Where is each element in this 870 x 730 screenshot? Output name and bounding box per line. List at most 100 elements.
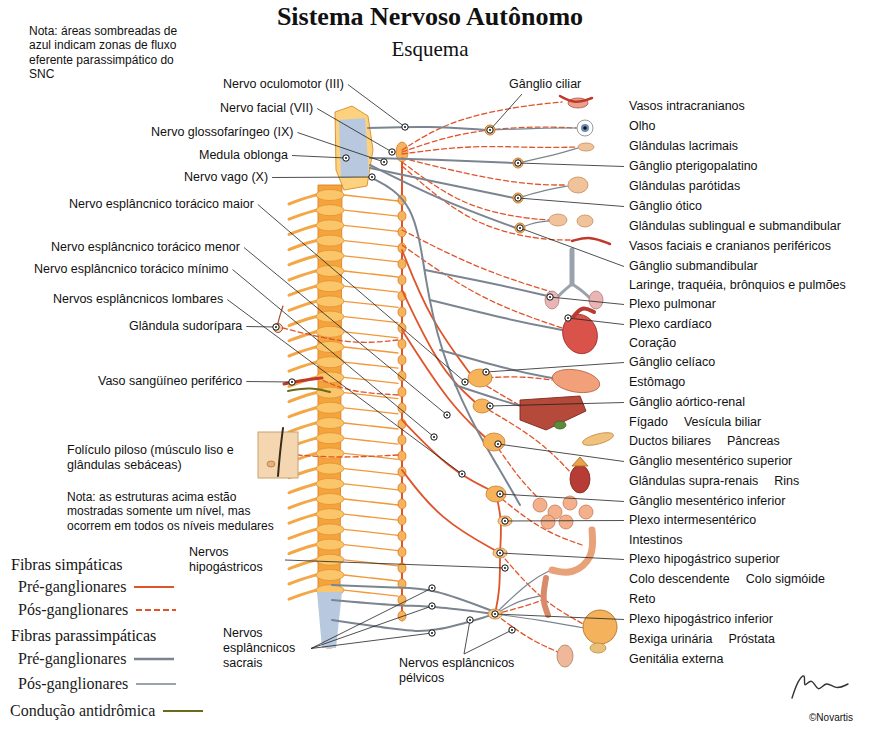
- leader-dot: [343, 155, 349, 161]
- ramus: [344, 301, 398, 307]
- stomach: [550, 366, 601, 396]
- chain-ganglion: [398, 387, 406, 397]
- chain-ganglion: [398, 275, 406, 285]
- leader-line: [244, 248, 447, 416]
- cranial-ganglion: [513, 158, 523, 168]
- legend-swatch-line: [136, 609, 176, 611]
- ramus: [344, 256, 398, 262]
- spinal-root: [289, 362, 316, 371]
- organ-label: Bexiga urinária: [628, 632, 713, 647]
- leader-dot-center: [345, 157, 347, 159]
- leader-dot-center: [499, 552, 501, 554]
- parasympathetic-preganglionic-fiber: [332, 614, 495, 631]
- leader-dot: [515, 160, 521, 166]
- sebaceous-gland: [267, 461, 275, 467]
- leader-dot: [273, 324, 279, 330]
- parasympathetic-postganglionic-fiber: [518, 148, 578, 163]
- legend-text: Pós-ganglionares: [18, 600, 128, 619]
- spinal-root: [289, 271, 316, 280]
- ganglion-label: Gânglio ótico: [628, 199, 703, 214]
- note: Nota: áreas sombreadas de azul indicam z…: [28, 24, 195, 82]
- nerve-label: Nervos esplâncnicos sacrais: [222, 626, 308, 671]
- fiber-group: [283, 102, 585, 652]
- leader-dot-center: [469, 619, 471, 621]
- eye-iris: [581, 124, 589, 132]
- ganglion-label: Gânglio aórtico-renal: [628, 395, 746, 410]
- leader-dot: [444, 412, 450, 418]
- ganglion-label: Gânglio pterigopalatino: [628, 159, 759, 174]
- organ-group: [520, 96, 617, 667]
- leader-dot: [381, 159, 387, 165]
- eye: [577, 120, 593, 136]
- nerve-label: Nervo vago (X): [183, 170, 269, 185]
- leader-dot-center: [485, 371, 487, 373]
- ramus: [344, 271, 398, 277]
- leader-line: [518, 198, 624, 207]
- organ-label: Glândulas lacrimais: [628, 139, 739, 154]
- leader-dot-center: [499, 493, 501, 495]
- leader-dot: [429, 603, 435, 609]
- leader-dot: [497, 491, 503, 497]
- chain-ganglion: [398, 595, 406, 605]
- leader-line: [272, 177, 372, 179]
- chain-ganglion: [398, 355, 406, 365]
- vertebral-segment: [316, 418, 344, 429]
- leader-dot: [547, 294, 553, 300]
- ramus: [344, 225, 398, 231]
- antidromic-fiber: [288, 388, 330, 392]
- leader-line: [464, 630, 512, 654]
- ramus: [344, 575, 398, 581]
- parasympathetic-postganglionic-fiber: [495, 568, 555, 614]
- parasympathetic-preganglionic-fiber: [368, 127, 486, 130]
- ramus: [344, 529, 398, 535]
- diagram-title: Sistema Nervoso Autônomo: [275, 2, 585, 32]
- leader-dot-center: [517, 197, 519, 199]
- chain-ganglion: [398, 451, 406, 461]
- spinal-root: [289, 423, 316, 432]
- legend-swatch: [134, 604, 178, 616]
- legend-swatch: [161, 705, 205, 717]
- ramus: [344, 362, 398, 368]
- note: Nota: as estruturas acima estão mostrada…: [66, 490, 283, 533]
- organ-label: Estômago: [628, 375, 686, 390]
- vertebral-segment: [316, 494, 344, 505]
- leader-dot: [369, 174, 375, 180]
- plexus-label: Plexo hipogástrico inferior: [628, 612, 774, 627]
- spinal-root: [289, 195, 316, 204]
- parasympathetic-preganglionic-fiber: [370, 177, 520, 505]
- plexus-label: Plexo pulmonar: [628, 297, 717, 312]
- structure-label: Folículo piloso (músculo liso e glândula…: [66, 443, 256, 473]
- sympathetic-preganglionic-fiber: [402, 470, 500, 553]
- chain-ganglion: [398, 339, 406, 349]
- leader-dot-center: [431, 605, 433, 607]
- gallbladder: [554, 421, 566, 429]
- parasympathetic-preganglionic-fiber: [332, 585, 495, 612]
- leader-line: [311, 606, 432, 649]
- leader-dot: [502, 565, 508, 571]
- ramus: [344, 286, 398, 292]
- legend-item: Pós-ganglionares: [18, 600, 178, 619]
- vertebral-segment: [316, 402, 344, 413]
- ganglia-group: [468, 125, 525, 619]
- leader-line: [500, 553, 624, 560]
- leader-dot: [487, 403, 493, 409]
- parasympathetic-preganglionic-fiber: [425, 270, 548, 296]
- sublingual-gland: [549, 214, 567, 226]
- chain-ganglion: [398, 259, 406, 269]
- organ-label: Vasos intracranianos: [628, 99, 746, 114]
- ramus: [344, 377, 398, 383]
- leader-dot-center: [519, 227, 521, 229]
- organ-label: Rins: [773, 474, 800, 489]
- leader-dot-center: [567, 317, 569, 319]
- pancreas: [581, 430, 614, 448]
- leader-dot-center: [404, 126, 406, 128]
- parasympathetic-postganglionic-fiber: [495, 596, 540, 614]
- leader-line: [495, 614, 624, 620]
- subtitle: Esquema: [391, 37, 470, 62]
- leader-dot: [495, 441, 501, 447]
- vertebral-segment: [316, 220, 344, 231]
- sympathetic-postganglionic-fiber: [402, 127, 576, 152]
- leader-dot-center: [433, 436, 435, 438]
- legend-item: Pré-ganglionares: [18, 649, 176, 668]
- ramus: [344, 241, 398, 247]
